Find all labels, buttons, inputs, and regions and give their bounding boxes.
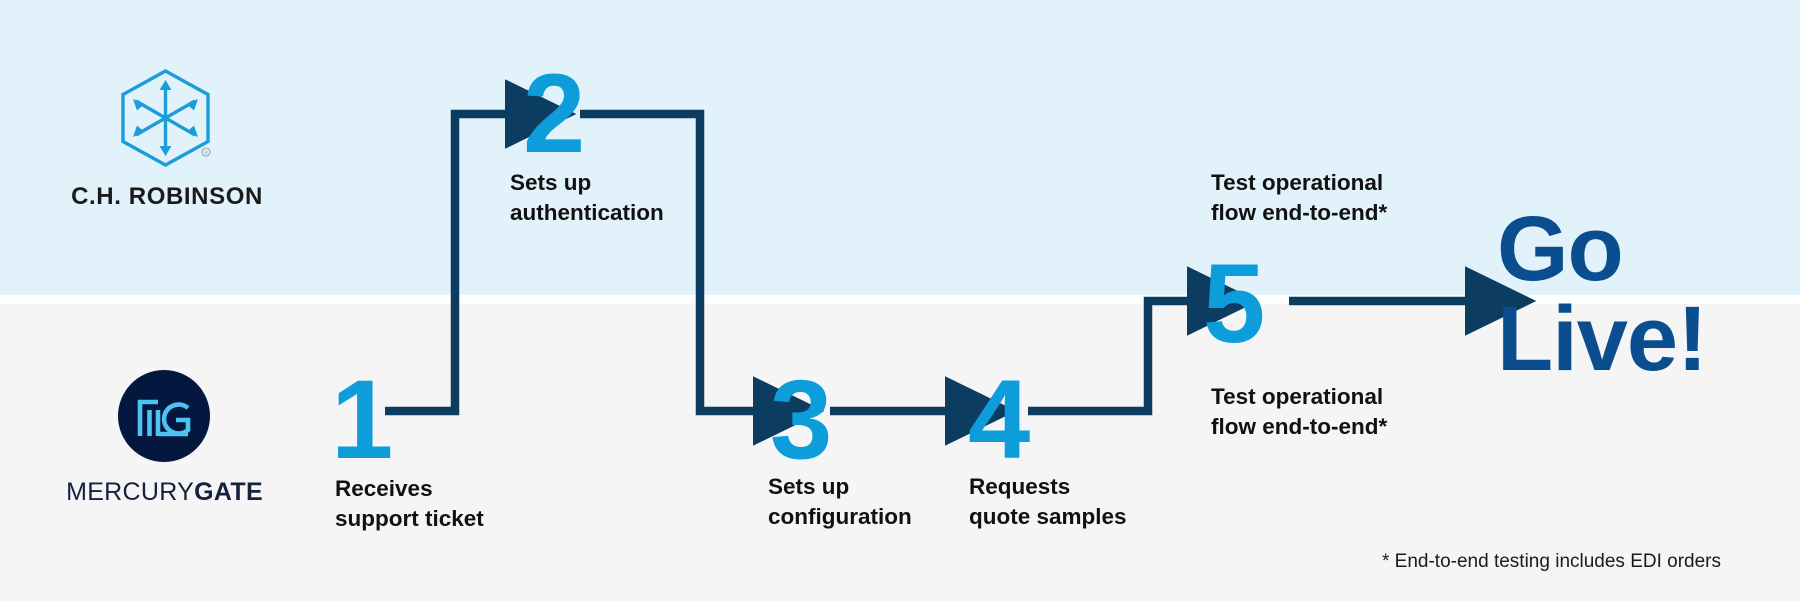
go-live-line-1: Go [1497, 198, 1624, 300]
step-5-label-top: Test operational flow end-to-end* [1211, 170, 1388, 225]
step-1-label: Receives support ticket [335, 476, 484, 531]
step-3-label: Sets up configuration [768, 474, 912, 529]
step-2-number: 2 [523, 51, 585, 176]
step-3-number: 3 [770, 357, 832, 482]
step-1-number: 1 [331, 357, 393, 482]
go-live-line-2: Live! [1497, 288, 1708, 390]
svg-text:R: R [204, 151, 208, 157]
mercurygate-word-bold: GATE [194, 478, 263, 506]
footnote-text: * End-to-end testing includes EDI orders [1382, 551, 1722, 572]
step-4-label: Requests quote samples [969, 474, 1127, 529]
step-2-label: Sets up authentication [510, 170, 664, 225]
step-4-number: 4 [968, 357, 1030, 482]
step-5-number: 5 [1203, 241, 1265, 366]
chrobinson-hexagon-arrows-icon: R [121, 69, 211, 167]
bottom-lane-band [0, 304, 1800, 601]
mercurygate-logo-badge [118, 370, 210, 462]
chrobinson-wordmark: C.H. ROBINSON [71, 183, 263, 210]
top-lane-band [0, 0, 1800, 295]
go-live-outcome: Go Live! [1497, 198, 1708, 390]
connector-2-to-3 [580, 109, 825, 446]
mercurygate-wordmark: MERCURYGATE [52, 478, 277, 507]
connector-4-to-5 [1028, 266, 1259, 416]
mercurygate-word-light: MERCURY [66, 478, 195, 506]
step-5-label-bottom: Test operational flow end-to-end* [1211, 384, 1388, 439]
connector-1-to-2 [385, 79, 577, 416]
mg-monogram-icon [137, 399, 191, 437]
lane-divider [0, 295, 1800, 304]
